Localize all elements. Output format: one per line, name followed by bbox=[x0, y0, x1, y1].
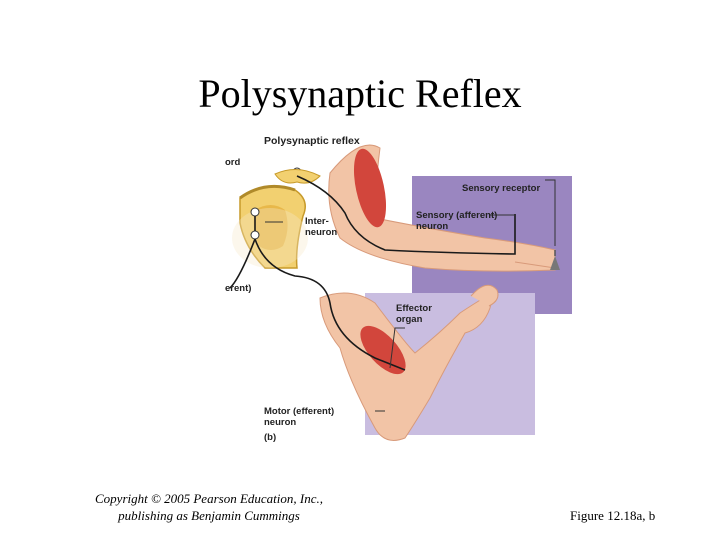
copyright-line-2: publishing as Benjamin Cummings bbox=[118, 508, 300, 523]
spinal-cord-icon bbox=[232, 167, 321, 269]
copyright-notice: Copyright © 2005 Pearson Education, Inc.… bbox=[74, 490, 344, 524]
nerve-paths-icon bbox=[229, 175, 516, 371]
motor-neuron-path bbox=[254, 238, 406, 371]
sensory-receptor-label: Sensory receptor bbox=[462, 183, 541, 194]
panel-letter: (b) bbox=[264, 432, 277, 443]
upper-arm-icon bbox=[328, 144, 556, 272]
effector-label-2: organ bbox=[396, 314, 423, 325]
reflex-illustration bbox=[229, 144, 572, 441]
reflex-diagram: Polysynaptic reflex ord erent) Sensory r… bbox=[225, 128, 580, 453]
interneuron-label-2: neuron bbox=[305, 227, 338, 238]
slide-title: Polysynaptic Reflex bbox=[198, 71, 522, 116]
partial-label-left: erent) bbox=[225, 283, 252, 294]
partial-label-top: ord bbox=[225, 157, 241, 168]
sensory-neuron-label-1: Sensory (afferent) bbox=[416, 210, 498, 221]
diagram-heading: Polysynaptic reflex bbox=[264, 135, 360, 147]
sensory-neuron-label-2: neuron bbox=[416, 221, 449, 232]
sensory-receptor-icon bbox=[550, 250, 560, 270]
motor-neuron-label-2: neuron bbox=[264, 417, 297, 428]
leader-lines bbox=[265, 179, 556, 412]
figure-reference: Figure 12.18a, b bbox=[570, 508, 656, 523]
copyright-line-1: Copyright © 2005 Pearson Education, Inc.… bbox=[95, 491, 323, 506]
effector-label-1: Effector bbox=[396, 303, 432, 314]
motor-neuron-label-1: Motor (efferent) bbox=[264, 406, 335, 417]
interneuron-label-1: Inter- bbox=[305, 216, 329, 227]
lower-arm-icon bbox=[319, 284, 499, 441]
sensory-neuron-path bbox=[296, 175, 516, 255]
